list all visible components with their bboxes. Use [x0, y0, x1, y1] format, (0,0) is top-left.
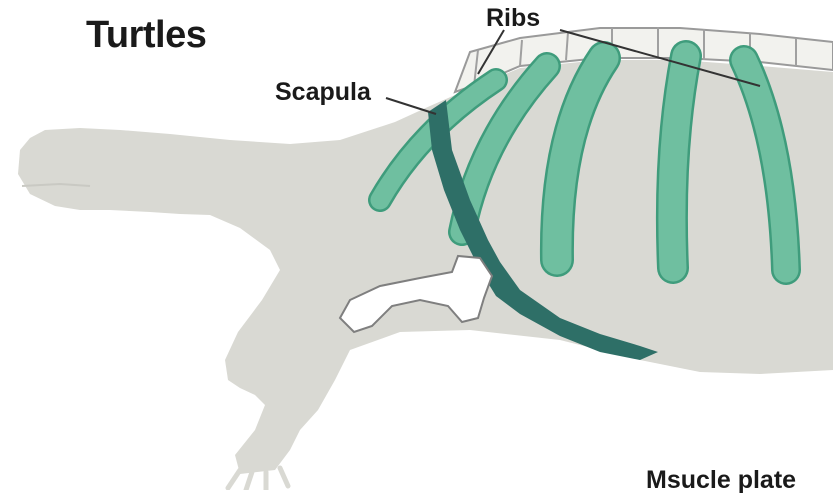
- label-scapula: Scapula: [275, 78, 371, 107]
- diagram-title: Turtles: [86, 14, 206, 57]
- label-muscle-plate: Msucle plate: [646, 466, 796, 495]
- rib-4-fill: [672, 56, 686, 268]
- scapula-leader: [386, 98, 436, 114]
- label-ribs: Ribs: [486, 4, 540, 33]
